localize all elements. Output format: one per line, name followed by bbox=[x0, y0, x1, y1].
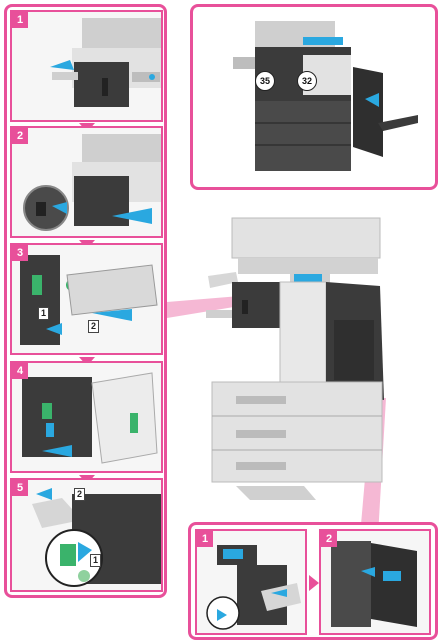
step-3-box: 3 1 2 bbox=[10, 243, 163, 355]
part-label: 1 bbox=[38, 307, 50, 320]
step-number-badge: 5 bbox=[12, 480, 28, 496]
detail-step-2-illustration bbox=[331, 541, 417, 627]
step-5-illustration bbox=[32, 488, 161, 587]
detail-step-1-box: 1 bbox=[195, 529, 307, 635]
callout-label: 32 bbox=[297, 71, 317, 91]
detail-step-number-badge: 1 bbox=[197, 531, 213, 547]
step-number-badge: 2 bbox=[12, 128, 28, 144]
step-3-illustration bbox=[20, 255, 158, 345]
step-number-badge: 3 bbox=[12, 245, 28, 261]
step-number-badge: 1 bbox=[12, 12, 28, 28]
step-2-box: 2 bbox=[10, 126, 163, 238]
detail-panel: 1 2 bbox=[188, 522, 438, 640]
step-4-box: 4 bbox=[10, 361, 163, 473]
detail-step-1-illustration bbox=[206, 545, 301, 630]
step-2-illustration bbox=[23, 134, 161, 231]
detail-step-2-box: 2 bbox=[319, 529, 431, 635]
detail-step-number-badge: 2 bbox=[321, 531, 337, 547]
step-4-illustration bbox=[22, 372, 158, 464]
part-label: 2 bbox=[88, 320, 100, 333]
part-label: 2 bbox=[74, 488, 86, 501]
overview-machine-illustration bbox=[233, 21, 418, 171]
step-1-illustration bbox=[50, 18, 161, 107]
part-label: 1 bbox=[90, 554, 102, 567]
step-5-box: 5 2 1 bbox=[10, 478, 163, 592]
callout-label: 35 bbox=[255, 71, 275, 91]
step-number-badge: 4 bbox=[12, 363, 28, 379]
step-1-box: 1 bbox=[10, 10, 163, 122]
overview-panel: 35 32 bbox=[190, 4, 438, 190]
